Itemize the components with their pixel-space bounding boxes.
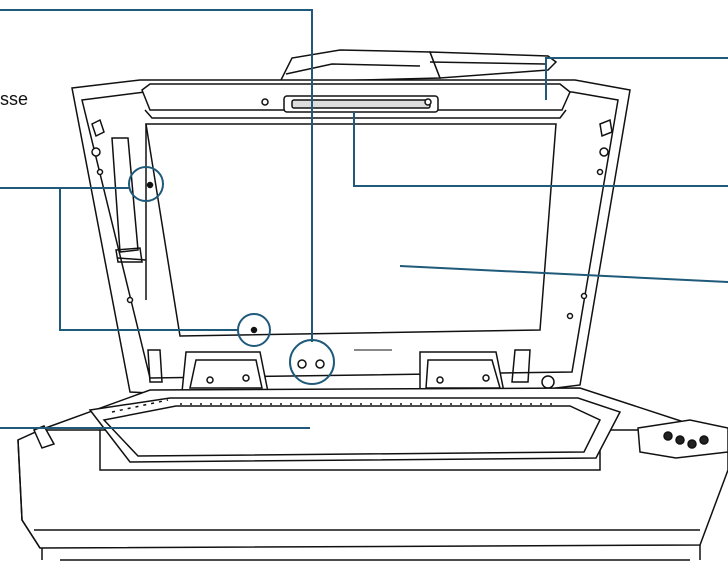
flatbed-glass xyxy=(88,397,622,463)
top-left-leader xyxy=(0,9,313,342)
right-middle-leader xyxy=(353,112,728,187)
hinges xyxy=(181,351,555,393)
leader-lines xyxy=(0,9,728,429)
callout-dots xyxy=(146,181,325,369)
right-top-leader xyxy=(545,57,728,100)
right-lower-leader xyxy=(399,265,728,283)
left-lower-leader xyxy=(0,187,238,331)
document-pad xyxy=(117,123,557,351)
partial-label-sse: sse xyxy=(0,89,29,109)
operator-panel xyxy=(637,419,728,459)
adf-unit xyxy=(278,49,558,83)
highlight-circle-upper-left xyxy=(128,166,164,202)
